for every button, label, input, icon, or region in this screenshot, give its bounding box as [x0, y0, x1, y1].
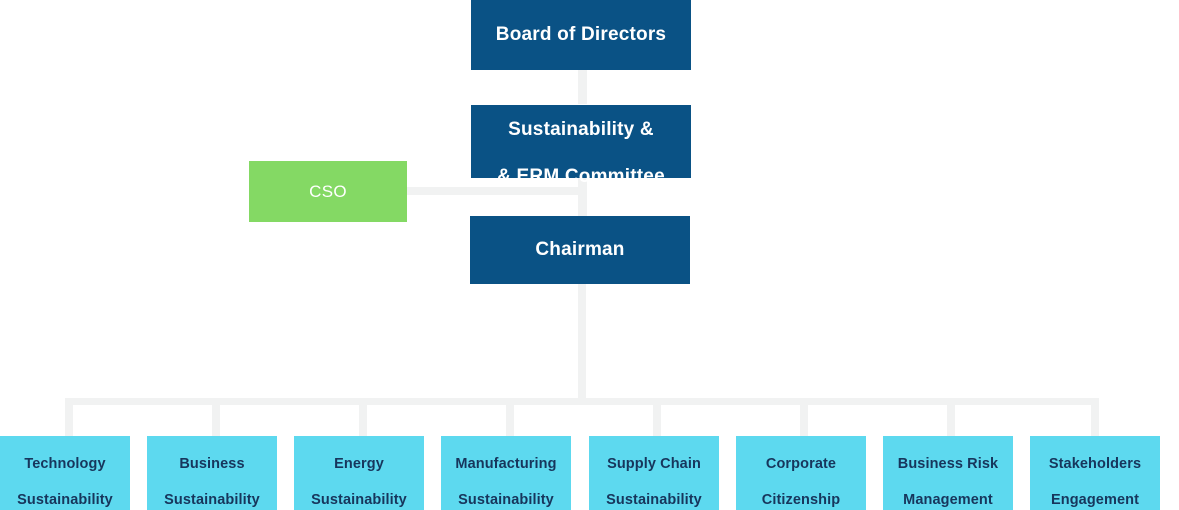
- node-cso-label: CSO: [309, 181, 347, 201]
- connector-stub-business: [212, 398, 220, 436]
- node-supply-line2: Sustainability: [606, 492, 702, 509]
- node-tech-line1: Technology: [24, 455, 106, 472]
- node-risk-line2: Management: [903, 492, 993, 509]
- node-board-of-directors-label: Board of Directors: [495, 24, 667, 46]
- node-manufact-line1: Manufacturing: [455, 455, 557, 472]
- node-business-line1: Business: [179, 455, 245, 472]
- node-tech-line2: Sustainability: [17, 492, 113, 509]
- node-manufacturing-sustainability[interactable]: Manufacturing Sustainability: [441, 436, 571, 510]
- connector-committee-to-chairman: [578, 177, 587, 216]
- connector-chairman-trunk: [578, 284, 586, 400]
- node-stake-line2: Engagement: [1050, 492, 1139, 509]
- connector-stub-supply: [653, 398, 661, 436]
- connector-stub-corporate: [800, 398, 808, 436]
- node-cso[interactable]: CSO: [249, 161, 407, 222]
- node-technology-sustainability[interactable]: Technology Sustainability: [0, 436, 130, 510]
- connector-cso-to-trunk: [407, 187, 582, 195]
- connector-stub-tech: [65, 398, 73, 436]
- node-chairman-label: Chairman: [535, 239, 625, 261]
- node-supply-line1: Supply Chain: [607, 455, 701, 472]
- node-committee-line1: Sustainability &: [508, 118, 654, 140]
- node-corporate-line1: Corporate: [765, 455, 837, 472]
- node-manufact-line2: Sustainability: [458, 492, 554, 509]
- node-supply-chain-sustainability[interactable]: Supply Chain Sustainability: [589, 436, 719, 510]
- node-business-sustainability[interactable]: Business Sustainability: [147, 436, 277, 510]
- node-chairman[interactable]: Chairman: [470, 216, 690, 284]
- node-energy-line2: Sustainability: [311, 492, 407, 509]
- node-stakeholders-engagement[interactable]: Stakeholders Engagement: [1030, 436, 1160, 510]
- node-board-of-directors[interactable]: Board of Directors: [471, 0, 691, 70]
- connector-stub-energy: [359, 398, 367, 436]
- node-business-line2: Sustainability: [164, 492, 260, 509]
- node-business-risk-management[interactable]: Business Risk Management: [883, 436, 1013, 510]
- node-corporate-line2: Citizenship: [761, 492, 841, 509]
- connector-stub-manufact: [506, 398, 514, 436]
- connector-stub-risk: [947, 398, 955, 436]
- connector-distribution-bar: [66, 398, 1098, 405]
- node-committee-line2: & ERM Committee: [497, 166, 665, 188]
- node-risk-line1: Business Risk: [897, 455, 999, 472]
- node-energy-line1: Energy: [334, 455, 384, 472]
- connector-board-to-committee: [578, 69, 587, 104]
- node-corporate-citizenship[interactable]: Corporate Citizenship: [736, 436, 866, 510]
- node-stake-line1: Stakeholders: [1048, 455, 1142, 472]
- node-sustainability-erm-committee[interactable]: Sustainability & & ERM Committee: [471, 105, 691, 187]
- node-energy-sustainability[interactable]: Energy Sustainability: [294, 436, 424, 510]
- connector-stub-stake: [1091, 398, 1099, 436]
- node-sustainability-erm-committee-label: Sustainability & & ERM Committee: [497, 94, 665, 190]
